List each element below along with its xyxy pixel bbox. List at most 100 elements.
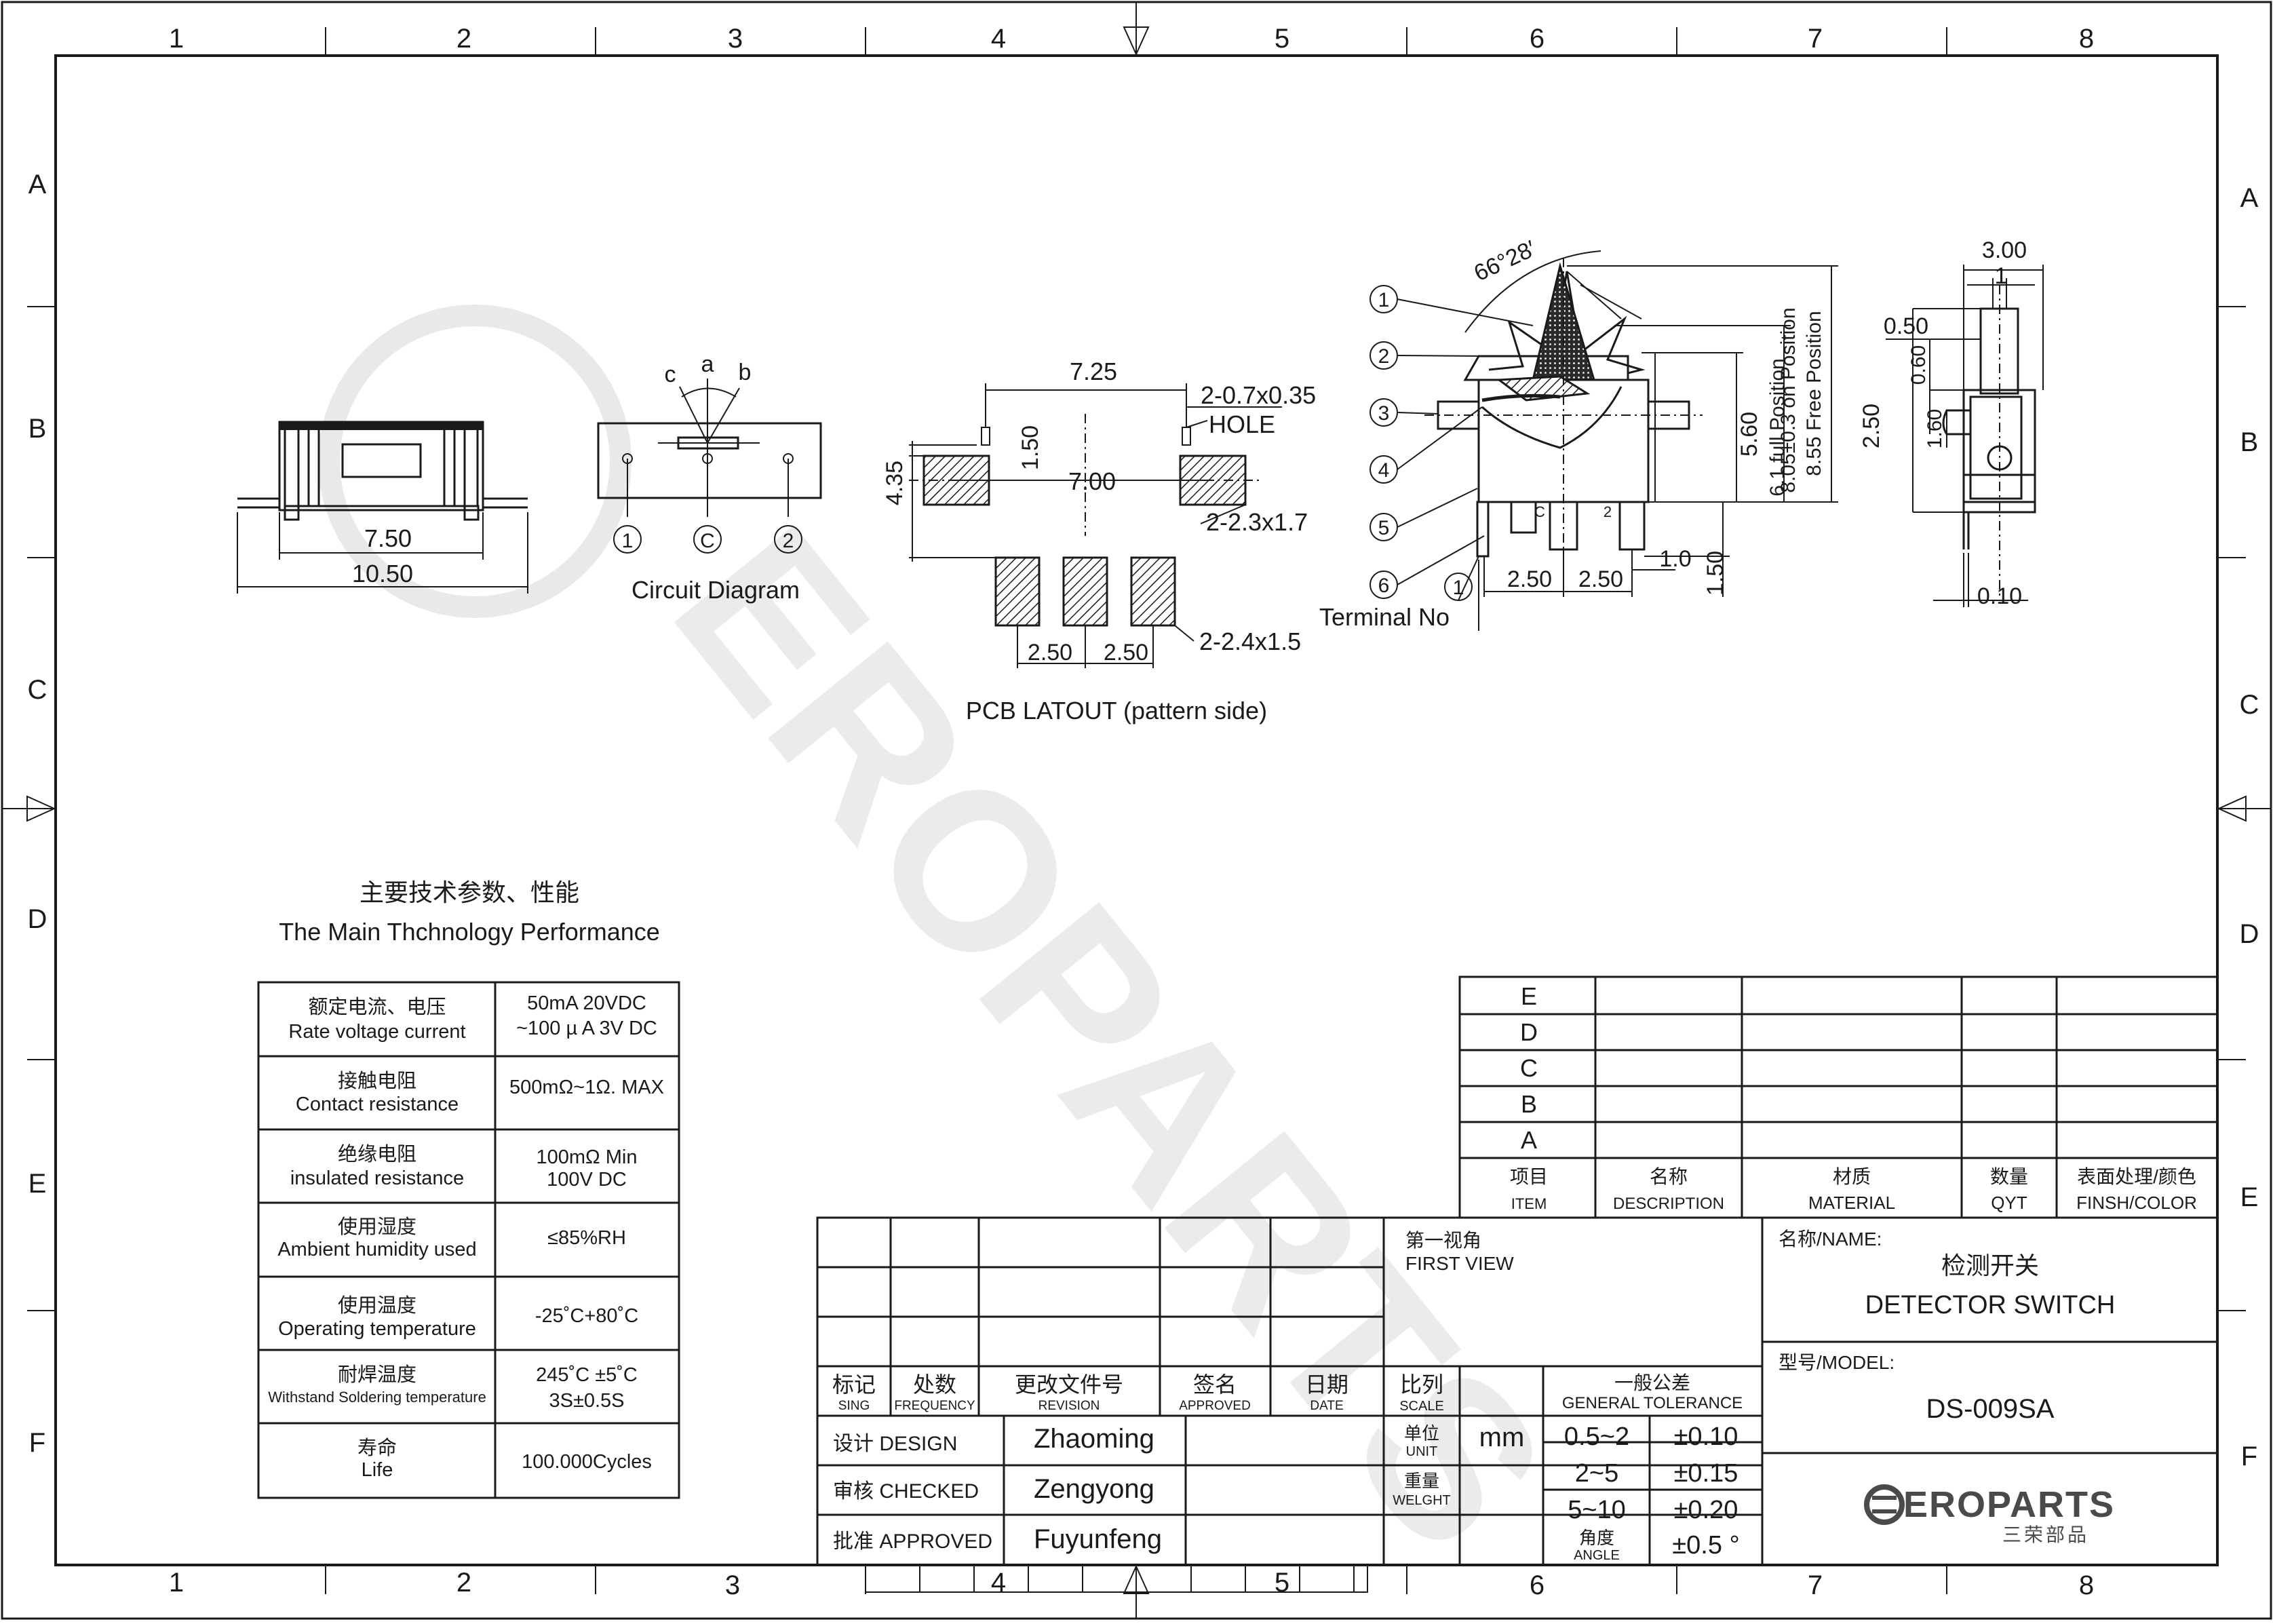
perf-row-3-v2: 100V DC [547, 1169, 627, 1191]
pcb-dim-pitch-2: 2.50 [1104, 640, 1148, 665]
rev-header-appr-en: APPROVED [1179, 1399, 1251, 1413]
col-label-bottom-7: 7 [1808, 1570, 1823, 1600]
product-name-cn: 检测开关 [1941, 1252, 2039, 1279]
front-callout-1: 1 [1378, 289, 1390, 311]
bom-header-finish-cn: 表面处理/颜色 [2077, 1166, 2196, 1187]
front-callout-3: 3 [1378, 402, 1390, 425]
perf-row-1-cn: 额定电流、电压 [308, 996, 446, 1018]
side-dim-2-50: 2.50 [1859, 404, 1884, 448]
perf-row-7-v1: 100.000Cycles [522, 1451, 652, 1473]
tol-value-3: ±0.20 [1674, 1496, 1738, 1524]
row-label-left-D: D [28, 904, 47, 934]
bom-row-B: B [1521, 1090, 1537, 1118]
perf-row-5-v1: -25˚C+80˚C [535, 1305, 638, 1327]
circuit-diagram-title: Circuit Diagram [632, 576, 800, 604]
col-label-bottom-3: 3 [725, 1570, 740, 1600]
pcb-dim-4-35: 4.35 [882, 461, 908, 505]
row-label-right-D: D [2240, 919, 2259, 949]
perf-row-1-en: Rate voltage current [288, 1021, 465, 1043]
pcb-dim-7-00: 7.00 [1068, 467, 1116, 495]
side-dim-0-60: 0.60 [1907, 345, 1930, 385]
perf-row-2-cn: 接触电阻 [338, 1070, 416, 1092]
col-label-top-3: 3 [728, 24, 743, 54]
perf-row-1-v2: ~100 µ A 3V DC [516, 1018, 657, 1039]
perf-row-4-en: Ambient humidity used [277, 1239, 476, 1260]
company-logo: EROPARTS 三荣部品 [1864, 1484, 2114, 1545]
rev-header-rev-cn: 更改文件号 [1015, 1372, 1123, 1397]
front-dim-1-0: 1.0 [1659, 546, 1691, 572]
perf-row-3-v1: 100mΩ Min [536, 1146, 637, 1168]
bom-header-qyt-cn: 数量 [1990, 1166, 2028, 1187]
weight-en: WELGHT [1393, 1493, 1451, 1508]
bom-row-A: A [1521, 1126, 1537, 1154]
circuit-pin-b: b [739, 360, 752, 385]
perf-row-2-en: Contact resistance [296, 1094, 459, 1115]
row-label-left-F: F [29, 1428, 45, 1458]
tol-range-1: 0.5~2 [1564, 1423, 1629, 1451]
circuit-terminal-1: 1 [622, 530, 634, 552]
side-dim-1: 1 [1995, 263, 2008, 289]
bom-header-item-en: ITEM [1511, 1195, 1547, 1212]
rev-header-date-cn: 日期 [1305, 1372, 1348, 1397]
perf-row-6-v1: 245˚C ±5˚C [536, 1364, 638, 1386]
pcb-dim-hole: 2-0.7x0.35 [1201, 381, 1316, 409]
side-dim-3-00: 3.00 [1982, 237, 2027, 263]
checked-label: 审核 CHECKED [833, 1480, 979, 1503]
performance-title-en: The Main Thchnology Performance [279, 918, 660, 946]
front-terminal-label: Terminal No [1319, 603, 1450, 631]
rev-header-appr-cn: 签名 [1193, 1372, 1237, 1397]
front-callout-4: 4 [1378, 459, 1390, 482]
perf-row-3-en: insulated resistance [290, 1167, 464, 1189]
perf-row-6-en: Withstand Soldering temperature [268, 1389, 486, 1406]
rev-header-sing-en: SING [838, 1399, 870, 1413]
bom-header-desc-cn: 名称 [1650, 1166, 1688, 1187]
col-label-top-7: 7 [1808, 24, 1823, 54]
perf-row-3-cn: 绝缘电阻 [338, 1143, 416, 1165]
circuit-pin-a: a [701, 351, 714, 377]
front-dim-8-55: 8.55 Free Position [1803, 311, 1825, 476]
perf-row-1-v1: 50mA 20VDC [527, 992, 646, 1014]
front-dim-5-60: 5.60 [1736, 412, 1762, 457]
front-callout-2: 2 [1378, 345, 1390, 368]
side-dim-0-50: 0.50 [1884, 313, 1928, 339]
bom-row-C: C [1520, 1054, 1538, 1082]
col-label-top-2: 2 [456, 24, 471, 54]
col-label-bottom-4: 4 [991, 1568, 1006, 1598]
logo-cn: 三荣部品 [2002, 1524, 2089, 1545]
row-label-left-C: C [28, 675, 47, 705]
side-dim-0-10: 0.10 [1977, 583, 2022, 609]
design-label: 设计 DESIGN [833, 1433, 957, 1455]
name-label: 名称/NAME: [1779, 1229, 1882, 1250]
front-terminal-callout: 1 [1453, 577, 1464, 599]
pcb-dim-pad-bottom: 2-2.4x1.5 [1199, 627, 1301, 655]
col-label-bottom-1: 1 [169, 1568, 184, 1598]
tol-angle-cn: 角度 [1579, 1528, 1614, 1548]
col-label-bottom-6: 6 [1530, 1570, 1545, 1600]
checked-name: Zengyong [1034, 1474, 1154, 1504]
right-side-view: 3.00 1 0.50 0.60 2.50 1.60 0.10 [1859, 237, 2044, 609]
pcb-layout-title: PCB LATOUT (pattern side) [966, 697, 1267, 724]
approved-name: Fuyunfeng [1034, 1524, 1162, 1554]
bom-row-D: D [1520, 1018, 1538, 1046]
bom-row-E: E [1521, 982, 1537, 1010]
pcb-dim-pad-top: 2-2.3x1.7 [1206, 508, 1308, 536]
view-en: FIRST VIEW [1405, 1253, 1514, 1274]
pcb-dim-pitch-1: 2.50 [1028, 640, 1072, 665]
design-name: Zhaoming [1034, 1424, 1154, 1454]
scale-cn: 比列 [1400, 1372, 1443, 1397]
bom-header-item-cn: 项目 [1510, 1166, 1548, 1187]
col-label-top-8: 8 [2079, 24, 2094, 54]
bom-table: E D C B A 项目 ITEM 名称 DESCRIPTION 材质 MATE… [1458, 975, 2219, 1219]
pcb-dim-7-25: 7.25 [1070, 357, 1117, 385]
bom-header-mat-cn: 材质 [1833, 1166, 1871, 1187]
pcb-layout: 7.25 2-0.7x0.35 HOLE 1.50 7.00 4.35 2-2.… [882, 357, 1316, 724]
performance-title-cn: 主要技术参数、性能 [360, 878, 579, 906]
tol-value-1: ±0.10 [1674, 1423, 1738, 1451]
perf-row-6-v2: 3S±0.5S [549, 1390, 624, 1412]
tol-angle-value: ±0.5 ° [1672, 1531, 1739, 1560]
perf-row-7-cn: 寿命 [357, 1437, 397, 1459]
col-label-top-4: 4 [991, 24, 1006, 54]
bottom-ruler [865, 1564, 1368, 1593]
circuit-diagram: c a b 1 C 2 Circuit Diagram [597, 351, 822, 604]
dim-10-50: 10.50 [352, 560, 413, 587]
